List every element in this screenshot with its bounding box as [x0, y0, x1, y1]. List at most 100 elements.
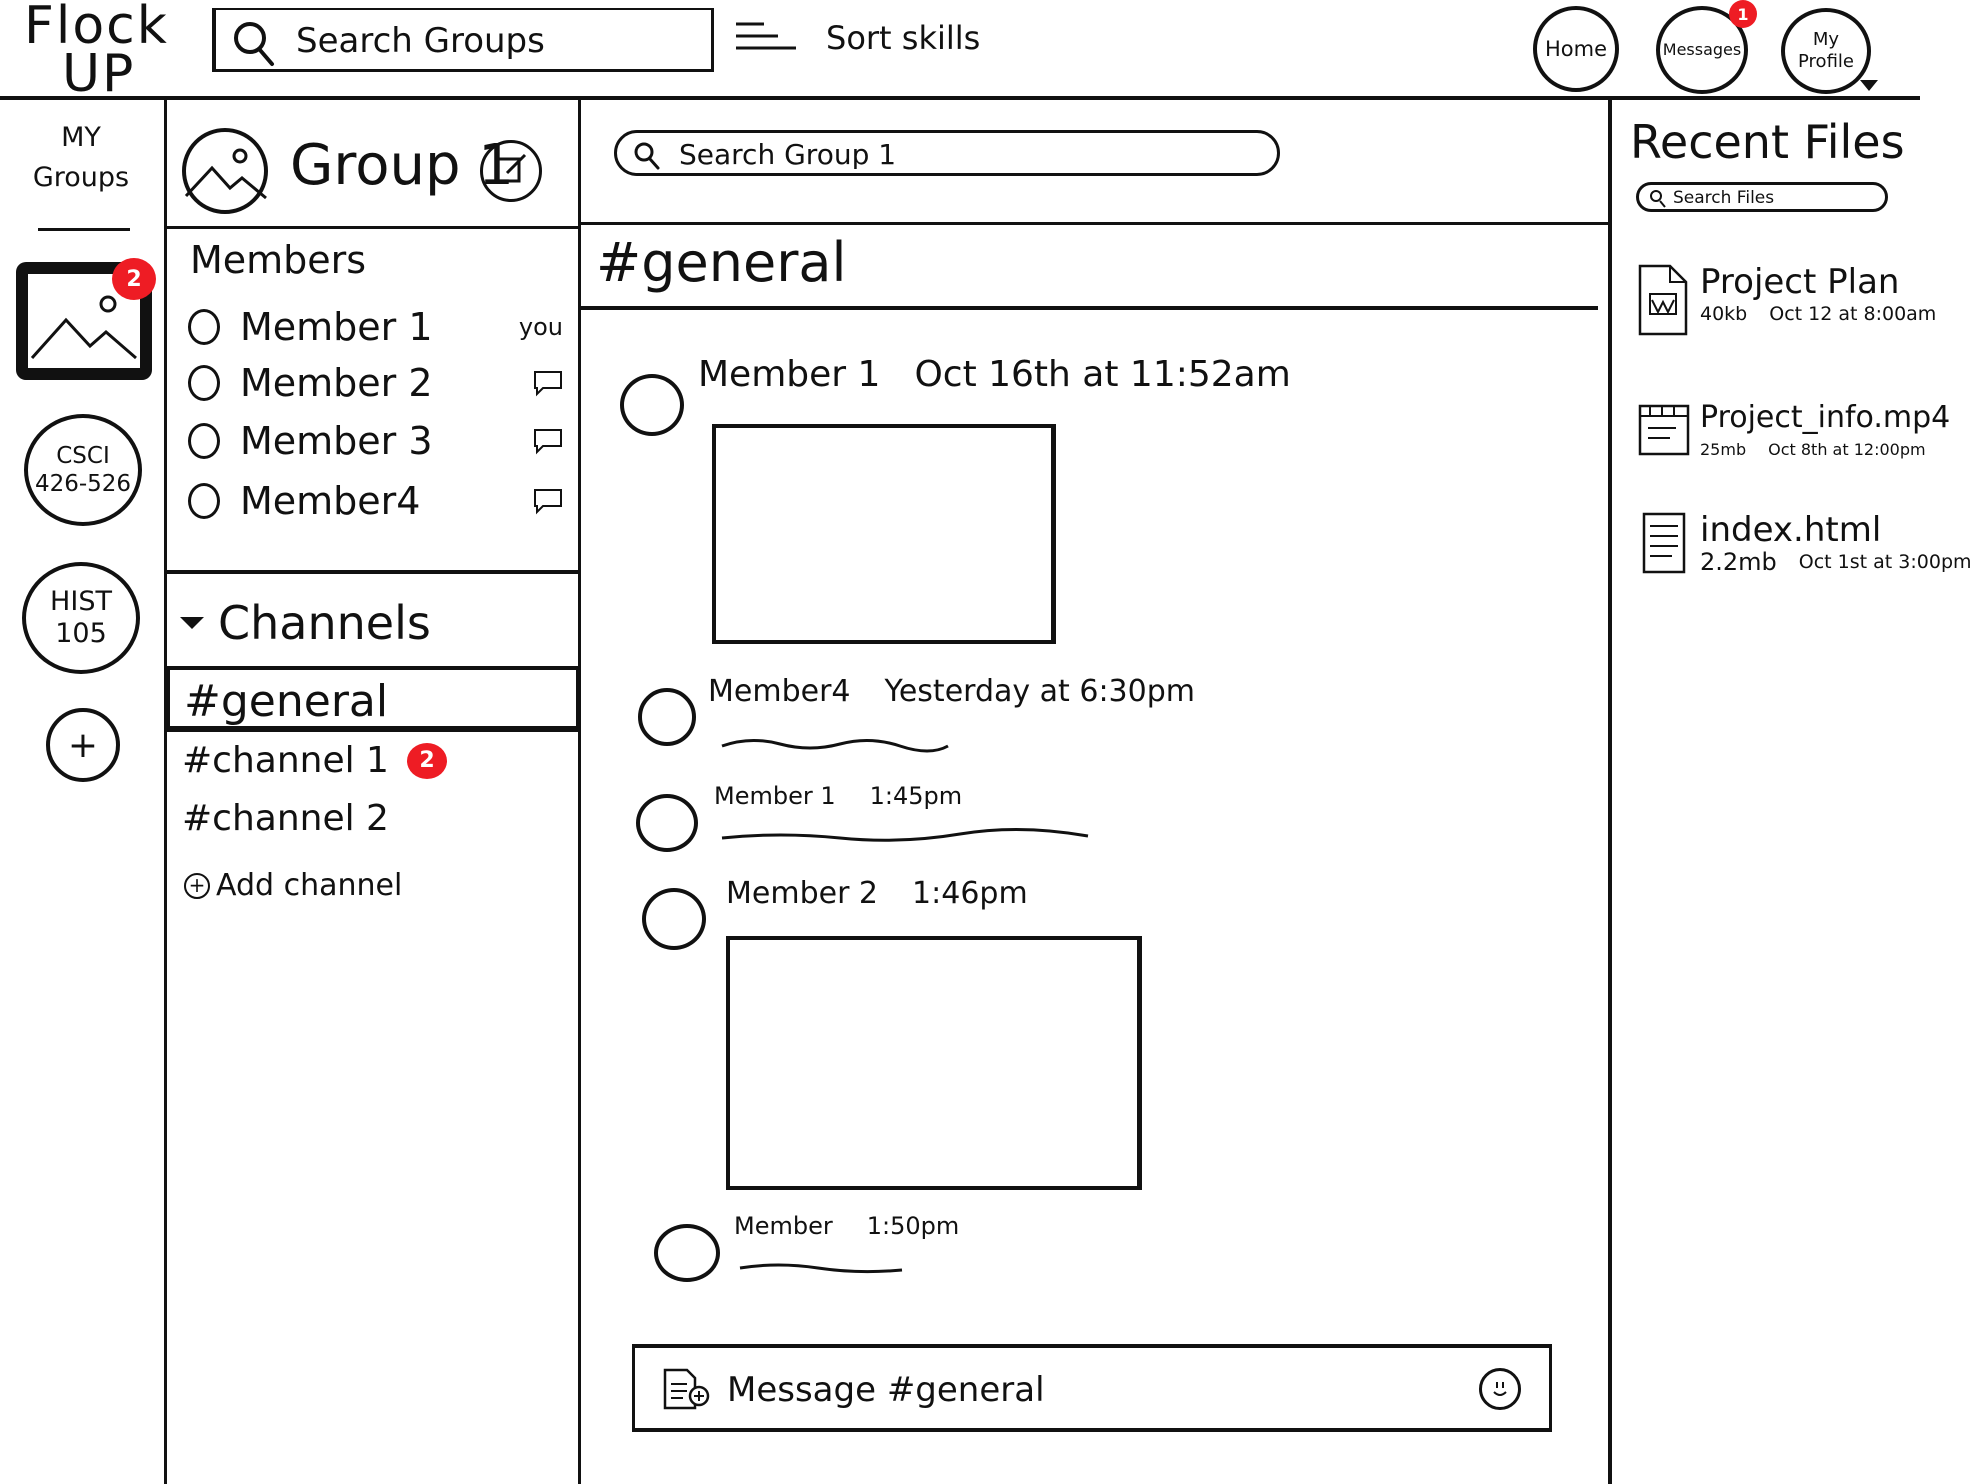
files-panel-divider	[1608, 100, 1612, 1484]
channel-name: #channel 2	[182, 798, 389, 839]
file-date: Oct 1st at 3:00pm	[1798, 551, 1972, 573]
message-text-scribble	[721, 739, 949, 753]
channel-name: #general	[184, 676, 389, 727]
message-author: Member 1	[714, 782, 836, 810]
message-text-scribble	[721, 827, 1089, 842]
edit-group-button[interactable]	[480, 140, 542, 202]
profile-caret-down-icon[interactable]	[1860, 80, 1878, 91]
message-image-attachment[interactable]	[726, 936, 1142, 1190]
member-avatar	[188, 365, 220, 401]
message-avatar[interactable]	[654, 1224, 720, 1282]
message-composer[interactable]	[632, 1344, 1552, 1432]
home-button[interactable]: Home	[1533, 6, 1619, 92]
file-size: 2.2mb	[1700, 548, 1777, 576]
message-header: Member 1:50pm	[734, 1212, 959, 1240]
message-avatar[interactable]	[642, 888, 706, 950]
file-meta: Project Plan 40kb Oct 12 at 8:00am	[1700, 262, 1936, 338]
channel-item-channel-2[interactable]: #channel 2	[182, 798, 389, 839]
app-logo[interactable]: Flock UP	[24, 0, 174, 100]
file-search-box[interactable]	[1636, 182, 1888, 212]
member-row[interactable]: Member 2	[188, 358, 563, 408]
rail-group-badge: 2	[112, 258, 156, 300]
member-name: Member 3	[240, 419, 433, 463]
group-search-input[interactable]	[296, 22, 696, 60]
message-avatar[interactable]	[620, 374, 684, 436]
search-icon	[1649, 189, 1667, 213]
file-search-input[interactable]	[1673, 188, 1883, 208]
group-avatar[interactable]	[182, 128, 268, 214]
file-details: 25mb Oct 8th at 12:00pm	[1700, 438, 1950, 462]
message-author: Member	[734, 1212, 833, 1240]
chat-bubble-icon[interactable]	[533, 488, 563, 515]
member-row[interactable]: Member 1 you	[188, 302, 563, 352]
message-time: 1:46pm	[912, 876, 1028, 911]
rail-group-line1: HIST	[50, 586, 112, 617]
rail-group-label: CSCI 426-526	[35, 442, 131, 498]
chat-bubble-icon[interactable]	[533, 370, 563, 397]
channel-unread-badge: 2	[406, 742, 447, 779]
document-icon	[1636, 262, 1692, 338]
add-channel-label: Add channel	[216, 868, 403, 903]
home-label: Home	[1544, 37, 1607, 61]
caret-down-icon	[180, 617, 204, 629]
message-avatar[interactable]	[636, 794, 698, 852]
member-avatar	[188, 483, 220, 519]
members-divider	[166, 570, 580, 574]
file-item[interactable]: index.html 2.2mb Oct 1st at 3:00pm	[1636, 510, 1972, 586]
file-details: 2.2mb Oct 1st at 3:00pm	[1700, 550, 1972, 574]
edit-icon	[493, 151, 529, 191]
file-name: index.html	[1700, 510, 1882, 550]
member-avatar	[188, 309, 220, 345]
rail-title-underline	[38, 228, 130, 231]
rail-group-hist[interactable]: HIST 105	[22, 562, 140, 674]
my-profile-button[interactable]: My Profile	[1781, 8, 1871, 94]
channels-toggle[interactable]: Channels	[180, 596, 431, 650]
file-item[interactable]: Project_info.mp4 25mb Oct 8th at 12:00pm	[1636, 398, 1950, 474]
sort-label: Sort skills	[826, 19, 981, 57]
attach-file-icon[interactable]	[661, 1366, 713, 1416]
message-text-scribble	[739, 1263, 903, 1274]
logo-line2: UP	[62, 44, 136, 104]
member-you-tag: you	[518, 313, 563, 341]
sort-lines-icon	[734, 20, 798, 56]
my-groups-title: MY Groups	[32, 122, 130, 193]
channel-item-channel-1[interactable]: #channel 1 2	[182, 740, 447, 781]
member-row[interactable]: Member 3	[188, 416, 563, 466]
sort-control[interactable]: Sort skills	[734, 18, 980, 58]
member-name: Member4	[240, 479, 421, 523]
image-placeholder-icon	[184, 148, 267, 216]
message-time: 1:45pm	[869, 782, 963, 810]
file-date: Oct 8th at 12:00pm	[1768, 440, 1926, 459]
emoji-icon[interactable]	[1479, 1368, 1521, 1410]
member-row[interactable]: Member4	[188, 476, 563, 526]
file-size: 25mb	[1700, 440, 1747, 459]
search-icon	[633, 141, 661, 175]
file-size: 40kb	[1700, 303, 1748, 325]
recent-files-title: Recent Files	[1630, 115, 1905, 169]
members-heading: Members	[190, 238, 367, 282]
channel-item-general[interactable]: #general	[166, 666, 580, 732]
channel-name: #channel 1	[182, 740, 389, 781]
message-time: Yesterday at 6:30pm	[884, 674, 1196, 709]
file-item[interactable]: Project Plan 40kb Oct 12 at 8:00am	[1636, 262, 1936, 338]
channels-heading: Channels	[218, 596, 431, 650]
rail-group-active[interactable]	[16, 262, 152, 380]
file-meta: index.html 2.2mb Oct 1st at 3:00pm	[1700, 510, 1972, 586]
message-avatar[interactable]	[638, 688, 696, 746]
group-search-box[interactable]	[212, 8, 714, 72]
chat-bubble-icon[interactable]	[533, 428, 563, 455]
add-channel-button[interactable]: + Add channel	[184, 868, 402, 903]
message-author: Member 1	[698, 354, 881, 395]
logo-line1: Flock	[24, 0, 169, 56]
add-group-button[interactable]: +	[46, 708, 120, 782]
group-message-search[interactable]	[614, 130, 1280, 176]
file-meta: Project_info.mp4 25mb Oct 8th at 12:00pm	[1700, 398, 1950, 474]
message-image-attachment[interactable]	[712, 424, 1056, 644]
file-name: Project_info.mp4	[1700, 400, 1951, 435]
message-time: 1:50pm	[866, 1212, 960, 1240]
message-input[interactable]	[727, 1370, 1427, 1410]
rail-group-csci[interactable]: CSCI 426-526	[24, 414, 142, 526]
group-message-search-input[interactable]	[679, 139, 1259, 169]
